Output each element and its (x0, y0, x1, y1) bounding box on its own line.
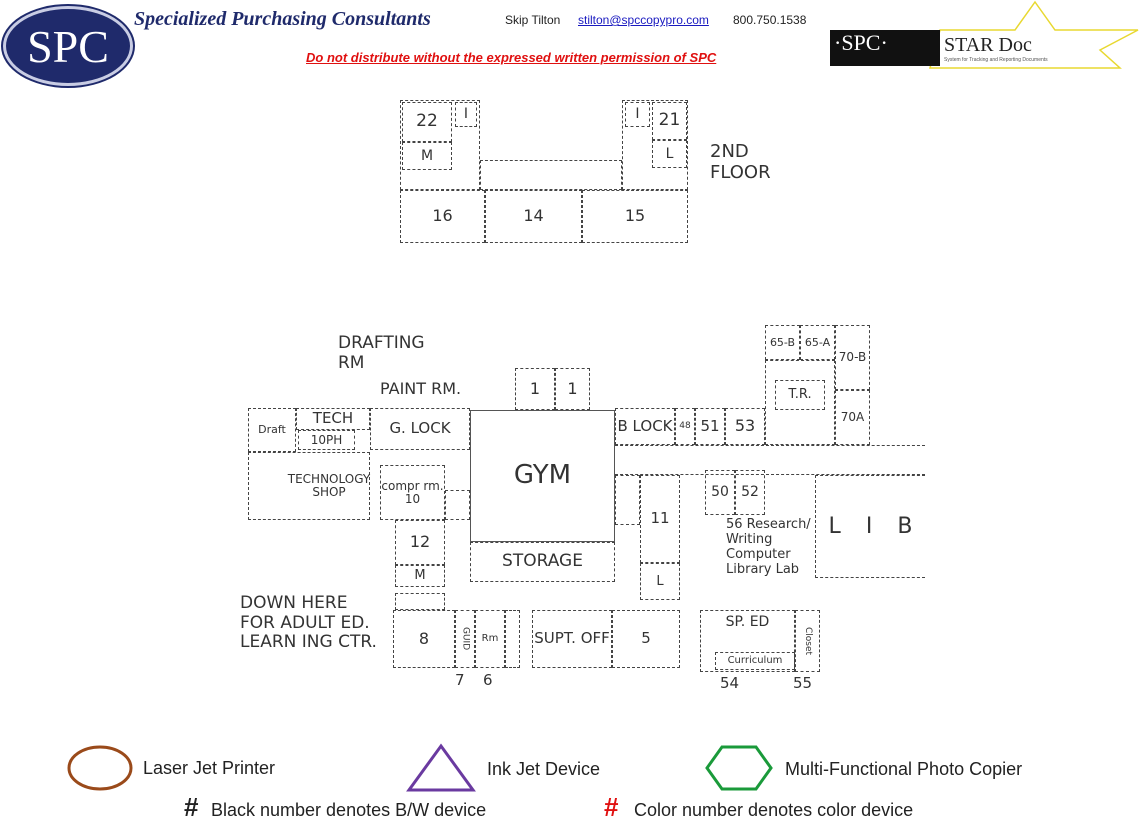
room-gym: GYM (470, 410, 615, 542)
room-technology-shop: TECHNOLOGY SHOP (248, 452, 370, 520)
corridor (615, 445, 925, 475)
contact-name: Skip Tilton (505, 13, 561, 27)
star-logo-left: ·SPC· (830, 30, 940, 66)
room-l: L (652, 140, 687, 168)
room-draft: Draft (248, 408, 296, 452)
room-compr-10: compr rm. 10 (380, 465, 445, 520)
room-10ph: 10PH (298, 430, 355, 450)
room-53: 53 (725, 408, 765, 445)
email-link[interactable]: stilton@spccopypro.com (578, 13, 709, 27)
laser-printer-ellipse-icon (67, 745, 133, 791)
room-12: 12 (395, 520, 445, 565)
floor2-right-wing (622, 100, 688, 190)
wing (765, 360, 835, 445)
room-guid: GUID (455, 610, 475, 668)
room-51: 51 (695, 408, 725, 445)
room-70a: 70A (835, 390, 870, 445)
room-65a: 65-A (800, 325, 835, 360)
star-icon (929, 0, 1139, 69)
floor2-title: 2ND FLOOR (710, 141, 771, 183)
room-21: 21 (652, 102, 687, 140)
legend-bw-note: Black number denotes B/W device (211, 800, 487, 820)
note-paint-room: PAINT RM. (380, 379, 462, 398)
distribution-warning: Do not distribute without the expressed … (306, 50, 717, 65)
room-5: 5 (612, 610, 680, 668)
ink-jet-triangle-icon (406, 743, 476, 792)
room-70b: 70-B (835, 325, 870, 390)
room-tech: TECH (296, 408, 370, 430)
label-6: 6 (483, 671, 493, 689)
room-48: 48 (675, 408, 695, 445)
lib-letter-b: B (897, 513, 913, 539)
library: L I B (815, 475, 925, 578)
stairs (445, 490, 470, 520)
room-1a: 1 (515, 368, 555, 410)
floor2-corridor (480, 160, 622, 190)
star-doc-logo: ·SPC· STAR Doc System for Tracking and R… (830, 0, 1140, 70)
room-65b: 65-B (765, 325, 800, 360)
room-15: 15 (582, 190, 688, 243)
note-drafting-room: DRAFTING RM (338, 333, 425, 373)
floor2-left-wing (400, 100, 480, 190)
legend-color-note: Color number denotes color device (634, 800, 914, 820)
room-52: 52 (735, 470, 765, 515)
company-name: Specialized Purchasing Consultants (134, 8, 431, 30)
stair: I (455, 102, 477, 127)
room-m: M (395, 565, 445, 587)
red-hash-symbol: # (604, 792, 619, 822)
star-logo-sub: System for Tracking and Reporting Docume… (944, 57, 1048, 63)
legend-inkjet: Ink Jet Device (487, 759, 601, 779)
room-l: L (640, 563, 680, 600)
black-hash-symbol: # (184, 792, 199, 822)
star-logo-right: STAR Doc (944, 34, 1032, 56)
label-7: 7 (455, 671, 465, 689)
phone: 800.750.1538 (733, 13, 807, 27)
room-14: 14 (485, 190, 582, 243)
room-sped: SP. ED (700, 610, 795, 672)
label-55: 55 (793, 674, 813, 692)
room-curriculum: Curriculum (715, 652, 795, 670)
stairs (395, 593, 445, 610)
room-11: 11 (640, 475, 680, 563)
logo-text: SPC (27, 20, 109, 72)
room-50: 50 (705, 470, 735, 515)
note-research-lab: 56 Research/ Writing Computer Library La… (726, 517, 811, 577)
stairs (615, 475, 640, 525)
room-m: M (402, 142, 452, 170)
room-supt-off: SUPT. OFF (532, 610, 612, 668)
room-1b: 1 (555, 368, 590, 410)
note-adult-ed: DOWN HERE FOR ADULT ED. LEARN ING CTR. (240, 593, 377, 653)
legend-laser: Laser Jet Printer (143, 758, 276, 778)
lib-letter-i: I (865, 513, 873, 539)
copier-hexagon-icon (705, 745, 773, 791)
room-22: 22 (402, 102, 452, 142)
stair: I (625, 102, 650, 127)
room-closet: Closet (795, 610, 820, 672)
lib-letter-l: L (828, 513, 841, 539)
legend-mfp: Multi-Functional Photo Copier (785, 759, 1023, 779)
spc-logo: SPC (3, 6, 133, 86)
room-rm: Rm (475, 610, 505, 668)
room-b-lock: B LOCK (615, 408, 675, 445)
room-16: 16 (400, 190, 485, 243)
room-small (505, 610, 520, 668)
room-tr: T.R. (775, 380, 825, 410)
room-g-lock: G. LOCK (370, 408, 470, 450)
room-8: 8 (393, 610, 455, 668)
label-54: 54 (720, 674, 740, 692)
room-storage: STORAGE (470, 542, 615, 582)
